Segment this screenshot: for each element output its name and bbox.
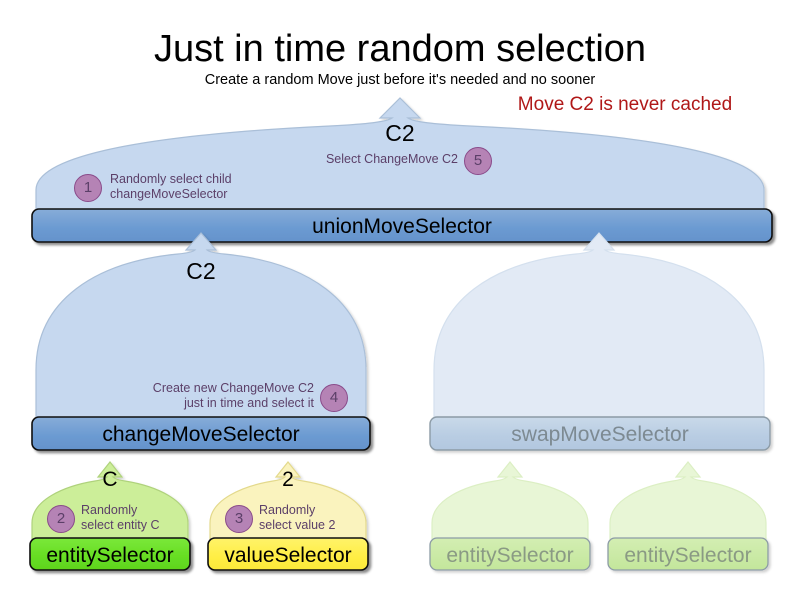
- annotation-text-1: Randomly select child changeMoveSelector: [110, 172, 232, 201]
- annotation-text-4: Create new ChangeMove C2 just in time an…: [152, 381, 314, 410]
- annotation-badge-4: 4: [320, 384, 348, 412]
- arrow-change-to-union: [35, 232, 367, 421]
- move-label-entity-c: C: [102, 468, 118, 491]
- box-entity-selector-2[interactable]: [429, 537, 591, 571]
- annotation-badge-5: 5: [464, 147, 492, 175]
- annotation-text-2: Randomly select entity C: [81, 503, 160, 532]
- arrow-union-to-top: [35, 97, 765, 213]
- move-label-value-2: 2: [282, 468, 294, 491]
- page-title: Just in time random selection: [153, 28, 647, 70]
- bar-union-move-selector[interactable]: [31, 208, 773, 243]
- arrow-entity-selector-2: [431, 461, 589, 546]
- annotation-text-5: Select ChangeMove C2: [325, 152, 458, 166]
- bar-swap-move-selector[interactable]: [429, 416, 771, 451]
- move-label-root-c2: C2: [385, 120, 415, 146]
- arrow-entity-selector-3: [609, 461, 767, 546]
- box-entity-selector-3[interactable]: [607, 537, 769, 571]
- annotation-text-3: Randomly select value 2: [259, 503, 336, 532]
- annotation-badge-3: 3: [225, 505, 253, 533]
- annotation-badge-2: 2: [47, 505, 75, 533]
- move-label-change-c2: C2: [186, 258, 216, 284]
- arrow-swap-to-union: [433, 232, 765, 421]
- bar-change-move-selector[interactable]: [31, 416, 371, 451]
- page-subtitle: Create a random Move just before it's ne…: [204, 72, 596, 88]
- box-entity-selector-1[interactable]: [29, 537, 191, 571]
- cache-warning-note: Move C2 is never cached: [517, 94, 733, 115]
- box-value-selector[interactable]: [207, 537, 369, 571]
- annotation-badge-1: 1: [74, 174, 102, 202]
